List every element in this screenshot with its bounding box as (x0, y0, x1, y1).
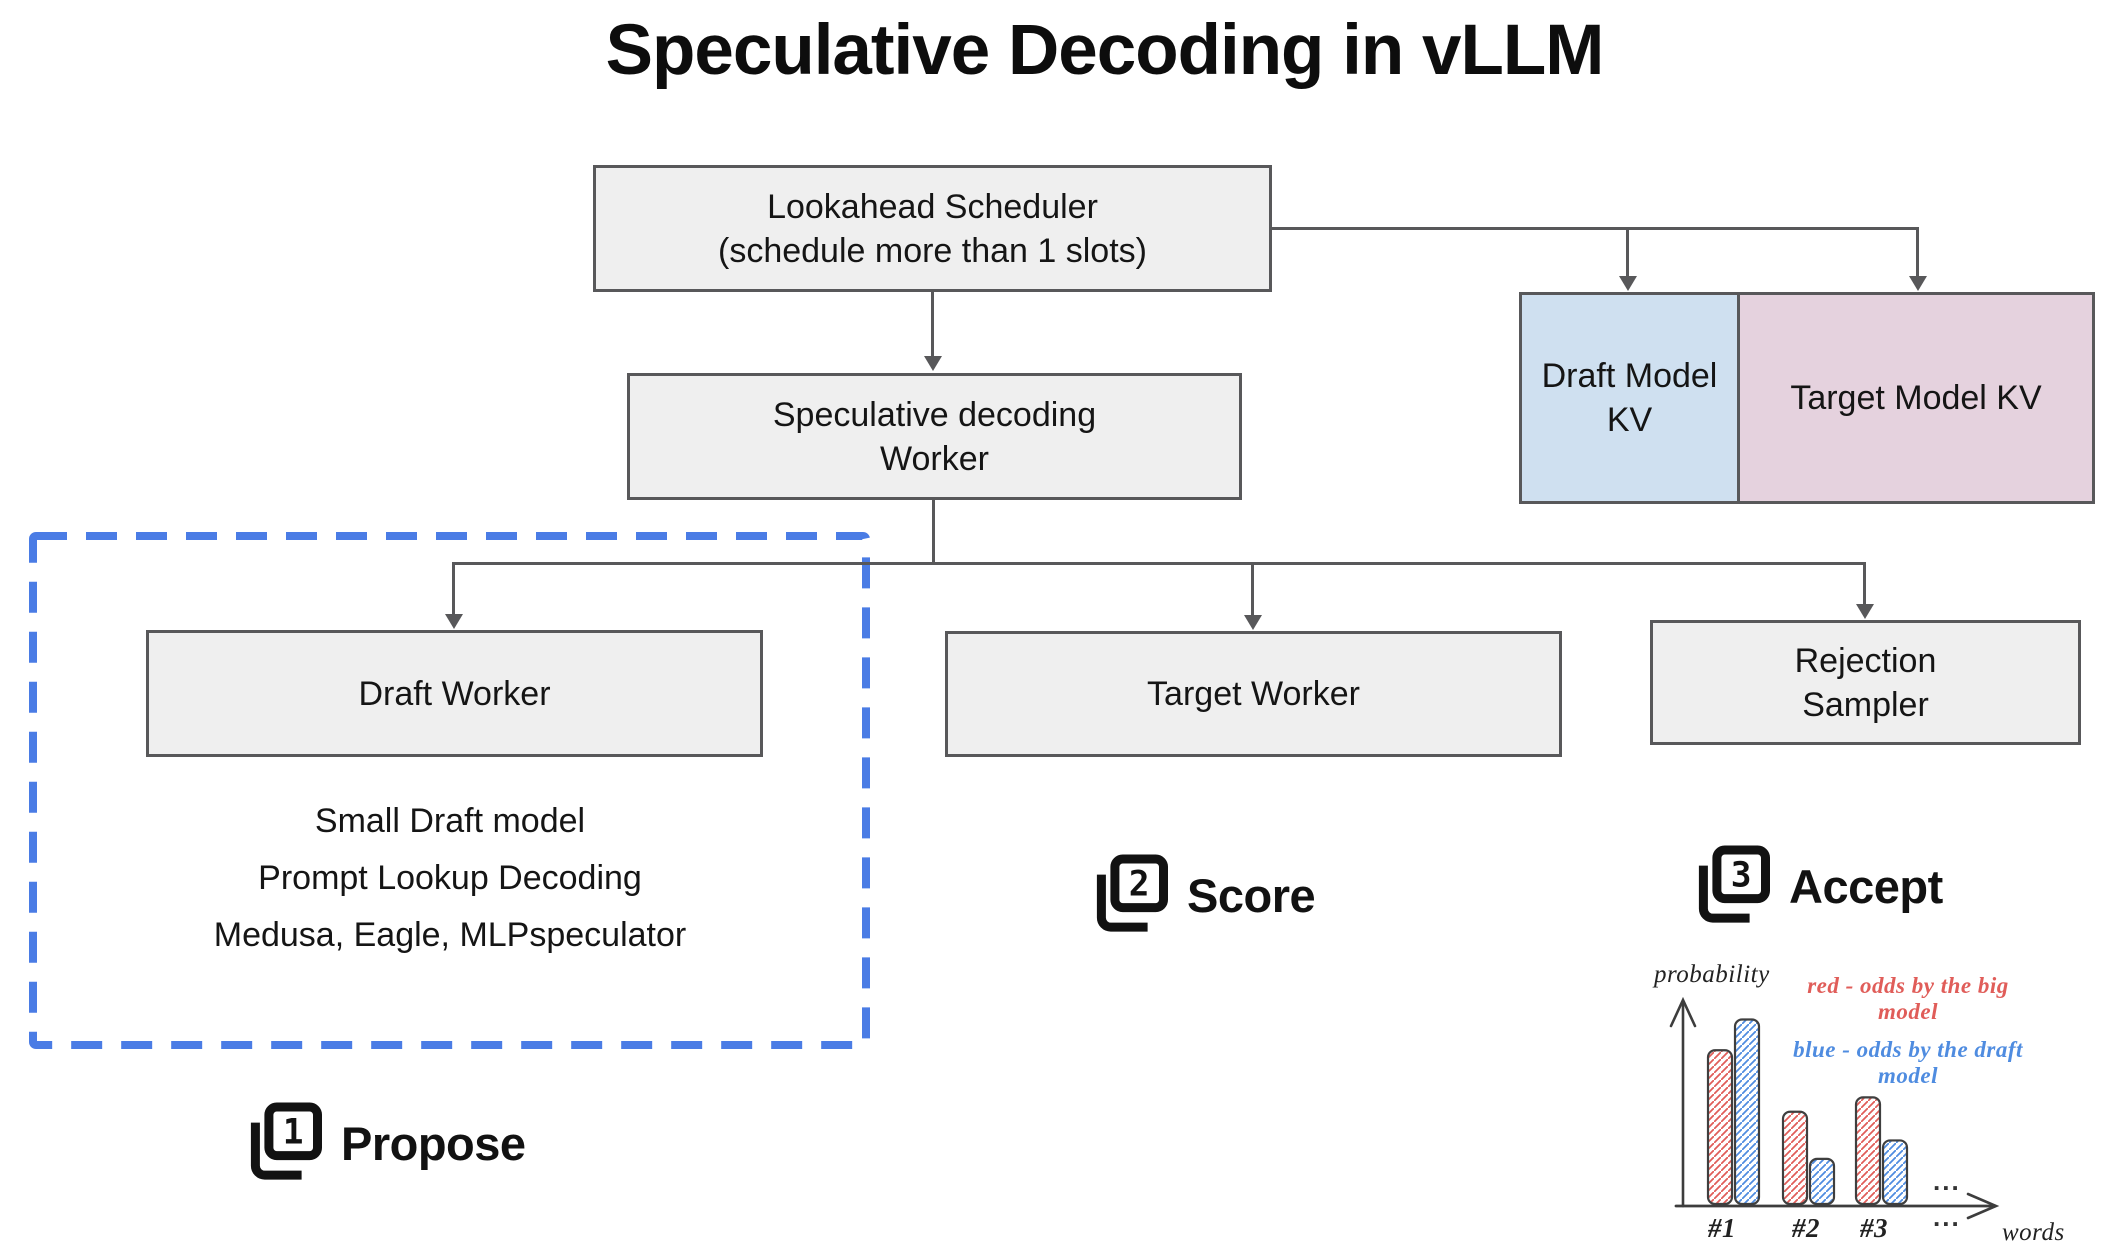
spec-worker-label-line1: Speculative decoding (772, 395, 1097, 434)
ellipsis-below-axis: ... (1933, 1202, 1961, 1232)
target-model-kv-label: Target Model KV (1790, 379, 2042, 417)
rejection-sampler-label-line2: Sampler (1802, 685, 1929, 724)
legend-red-entry: red - odds by the big model (1807, 973, 2009, 1024)
arrowhead-to-draft-kv (1619, 276, 1637, 291)
draft-method-item: Small Draft model (314, 802, 586, 840)
x-axis-label: words (2002, 1219, 2065, 1246)
page-title: Speculative Decoding in vLLM (605, 11, 1605, 90)
connector-drop-draft-kv (1626, 227, 1629, 278)
blue-bar-#3 (1881, 1139, 1909, 1206)
filter-2-icon: 2 (1096, 854, 1169, 932)
rejection-sampler-label-line1: Rejection (1794, 641, 1937, 680)
connector-drop-rejection-sampler (1863, 562, 1866, 606)
step-accept-label: Accept (1789, 859, 1943, 913)
x-tick-label: #3 (1859, 1213, 1888, 1243)
target-worker-label: Target Worker (1147, 675, 1360, 713)
target-worker-box: Target Worker (945, 631, 1562, 757)
lookahead-scheduler-box: Lookahead Scheduler (schedule more than … (593, 165, 1272, 292)
connector-scheduler-to-kv (1271, 227, 1919, 230)
filter-1-icon: 1 (250, 1102, 323, 1180)
step-accept: 3 Accept (1691, 844, 1943, 928)
step-propose-label: Propose (341, 1116, 526, 1170)
arrowhead-to-specworker (924, 356, 942, 371)
probability-chart: probability #1 #2 #3 ... ... words (1652, 961, 2065, 1246)
target-model-kv-box: Target Model KV (1737, 292, 2095, 504)
rejection-sampler-box: Rejection Sampler (1650, 620, 2081, 745)
lookahead-scheduler-label-line2: (schedule more than 1 slots) (718, 231, 1147, 270)
arrowhead-to-target-kv (1909, 276, 1927, 291)
connector-scheduler-to-specworker (931, 292, 934, 358)
bar-group (1706, 1018, 1909, 1206)
step-number: 2 (1129, 865, 1150, 905)
blue-bar-#2 (1808, 1157, 1836, 1206)
arrowhead-to-draft-worker (445, 614, 463, 629)
connector-drop-target-kv (1916, 227, 1919, 278)
x-axis-arrowhead (1966, 1192, 2000, 1220)
draft-method-item: Medusa, Eagle, MLPspeculator (213, 916, 687, 954)
step-propose: 1 Propose (243, 1101, 526, 1185)
draft-model-kv-label: Draft Model KV (1541, 357, 1718, 439)
red-bar-#2 (1781, 1110, 1809, 1206)
red-bar-#3 (1854, 1096, 1882, 1206)
step-number: 3 (1731, 856, 1752, 896)
x-tick-group: #1 #2 #3 (1707, 1213, 1888, 1243)
draft-worker-label: Draft Worker (358, 674, 551, 713)
connector-drop-target-worker (1251, 562, 1254, 616)
connector-specworker-to-tree (932, 500, 935, 565)
filter-3-icon: 3 (1698, 845, 1771, 923)
blue-bar-#1 (1733, 1018, 1761, 1206)
draft-model-kv-box: Draft Model KV (1519, 292, 1740, 504)
spec-worker-label-line2: Worker (880, 439, 989, 478)
x-tick-label: #2 (1791, 1213, 1820, 1243)
propose-dashed-region (29, 532, 870, 1049)
step-score: 2 Score (1089, 853, 1316, 937)
y-axis-label: probability (1652, 961, 1770, 988)
connector-drop-draft-worker (452, 562, 455, 615)
draft-methods-list: Small Draft model Prompt Lookup Decoding… (60, 793, 840, 964)
red-bar-#1 (1706, 1049, 1734, 1206)
arrowhead-to-rejection-sampler (1856, 604, 1874, 619)
step-number: 1 (283, 1113, 304, 1153)
step-score-label: Score (1187, 868, 1316, 922)
draft-worker-box: Draft Worker (146, 630, 763, 757)
speculative-decoding-worker-box: Speculative decoding Worker (627, 373, 1242, 500)
connector-tree-horizontal (453, 562, 1865, 565)
legend-blue-entry: blue - odds by the draft model (1793, 1037, 2023, 1088)
x-tick-label: #1 (1707, 1213, 1736, 1243)
draft-method-item: Prompt Lookup Decoding (258, 859, 642, 897)
dashed-rect (29, 532, 870, 1049)
y-axis-arrowhead (1669, 996, 1697, 1028)
lookahead-scheduler-label-line1: Lookahead Scheduler (767, 187, 1098, 226)
ellipsis-above-axis: ... (1933, 1166, 1961, 1196)
arrowhead-to-target-worker (1244, 615, 1262, 630)
